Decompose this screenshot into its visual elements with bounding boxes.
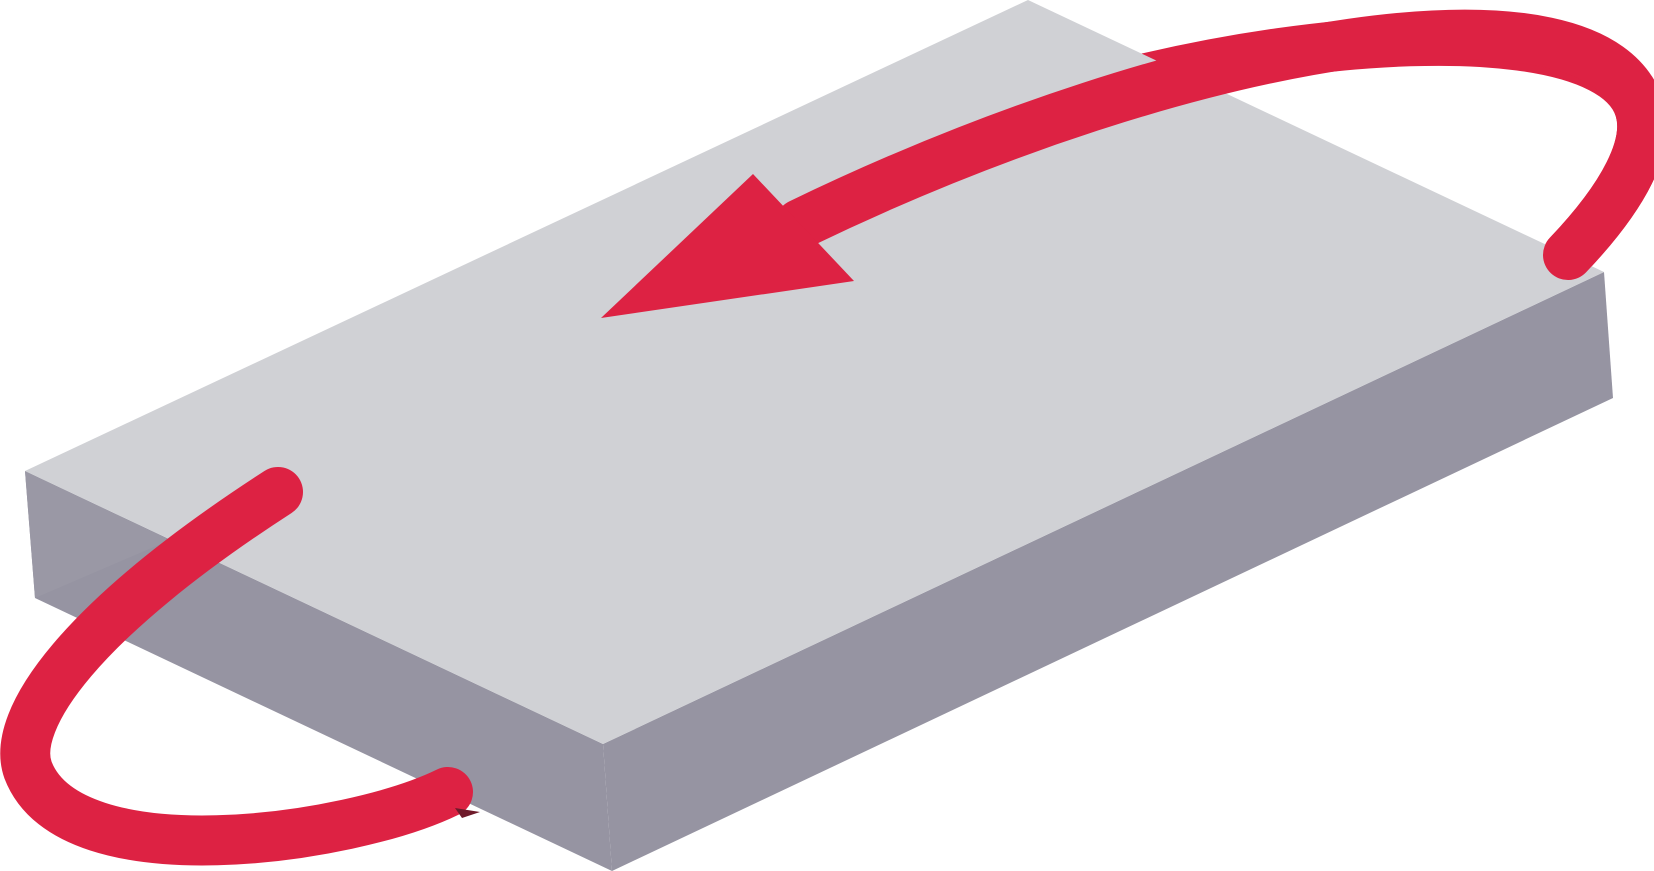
rotation-arrow-lower-segment [0, 467, 473, 866]
slab-left-end-face [25, 471, 170, 598]
slab-front-right-face [603, 272, 1613, 871]
rotation-arrow-upper-segment [775, 9, 1654, 280]
slab-top-face [25, 0, 1604, 744]
arrow-tail-shadow [455, 808, 480, 818]
rotation-arrowhead [601, 174, 854, 318]
